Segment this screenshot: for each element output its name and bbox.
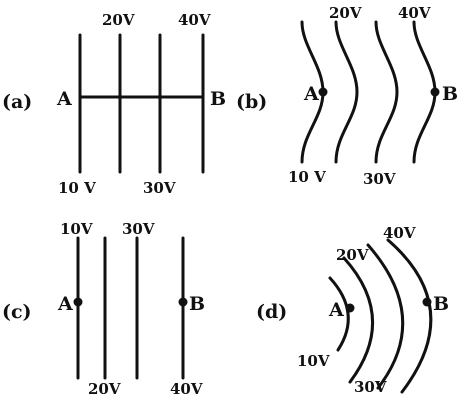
panel-d-line-40v bbox=[386, 238, 433, 394]
panel-a-label-20v: 20V bbox=[102, 11, 135, 29]
panel-b-line-30v bbox=[374, 20, 399, 164]
panel-b-point-a-dot bbox=[318, 87, 328, 97]
panel-d-point-b-dot bbox=[422, 297, 432, 307]
panel-d-label-30v: 30V bbox=[354, 378, 387, 396]
panel-a-label-40v: 40V bbox=[178, 11, 211, 29]
panel-d-line-30v bbox=[366, 243, 405, 390]
panel-c-label-10v: 10V bbox=[60, 220, 93, 238]
panel-b-label-30v: 30V bbox=[363, 170, 396, 188]
panel-c-point-a-label: A bbox=[57, 293, 73, 315]
panel-d-line-10v bbox=[328, 276, 350, 352]
panel-b-label: (b) bbox=[236, 91, 267, 113]
panel-c-point-b-dot bbox=[178, 297, 188, 307]
panel-a-point-b-label: B bbox=[210, 88, 226, 110]
panel-c-point-b-label: B bbox=[189, 293, 205, 315]
panel-a-label-30v: 30V bbox=[143, 179, 176, 197]
panel-a-label-10v: 10 V bbox=[58, 179, 96, 197]
panel-d-label-10v: 10V bbox=[297, 352, 330, 370]
panel-d-point-b-label: B bbox=[433, 293, 449, 315]
panel-c-label: (c) bbox=[2, 301, 32, 323]
panel-b-label-40v: 40V bbox=[398, 4, 431, 22]
panel-a: (a) 10 V 20V 30V 40V A B bbox=[2, 11, 226, 197]
panel-b-point-b-label: B bbox=[442, 83, 458, 105]
panel-b-point-a-label: A bbox=[303, 83, 319, 105]
panel-b-label-20v: 20V bbox=[329, 4, 362, 22]
panel-b-label-10v: 10 V bbox=[288, 168, 326, 186]
panel-d: (d) 10V 20V 30V 40V A B bbox=[256, 224, 449, 396]
panel-b: (b) 10 V 20V 30V 40V A B bbox=[236, 4, 458, 188]
panel-c-point-a-dot bbox=[73, 297, 83, 307]
panel-d-line-20v bbox=[342, 256, 375, 384]
panel-c-label-20v: 20V bbox=[88, 380, 121, 398]
panel-b-point-b-dot bbox=[430, 87, 440, 97]
panel-a-point-a-label: A bbox=[56, 88, 72, 110]
panel-d-label-20v: 20V bbox=[336, 246, 369, 264]
panel-c-label-40v: 40V bbox=[170, 380, 203, 398]
panel-d-label: (d) bbox=[256, 301, 287, 323]
panel-d-point-a-dot bbox=[345, 303, 355, 313]
panel-c: (c) 10V 20V 30V 40V A B bbox=[2, 220, 205, 398]
panel-d-label-40v: 40V bbox=[383, 224, 416, 242]
panel-b-line-20v bbox=[334, 20, 359, 164]
panel-a-label: (a) bbox=[2, 91, 32, 113]
panel-d-point-a-label: A bbox=[328, 299, 344, 321]
panel-c-label-30v: 30V bbox=[122, 220, 155, 238]
